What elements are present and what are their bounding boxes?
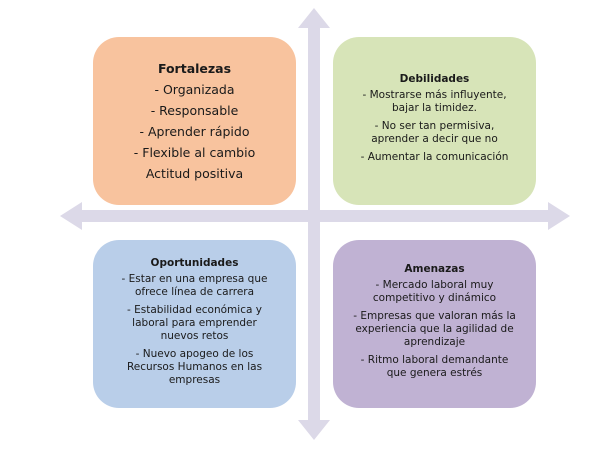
fortalezas-item: - Organizada — [154, 82, 235, 97]
fortalezas-box: Fortalezas - Organizada - Responsable - … — [93, 37, 296, 205]
oportunidades-item: - Nuevo apogeo de los Recursos Humanos e… — [126, 347, 263, 386]
oportunidades-title: Oportunidades — [150, 256, 239, 269]
amenazas-item: - Empresas que valoran más la experienci… — [353, 310, 516, 348]
fortalezas-item: - Aprender rápido — [139, 124, 250, 139]
debilidades-box: Debilidades - Mostrarse más influyente, … — [333, 37, 536, 205]
debilidades-item: - No ser tan permisiva, aprender a decir… — [371, 120, 498, 145]
amenazas-box: Amenazas - Mercado laboral muy competiti… — [333, 240, 536, 408]
vertical-axis-arrow — [298, 8, 330, 440]
fortalezas-item: - Flexible al cambio — [133, 145, 256, 160]
debilidades-title: Debilidades — [399, 73, 470, 85]
oportunidades-item: - Estabilidad económica y laboral para e… — [127, 303, 262, 342]
debilidades-item: - Aumentar la comunicación — [360, 151, 509, 163]
debilidades-item: - Mostrarse más influyente, bajar la tim… — [362, 89, 507, 114]
oportunidades-box: Oportunidades - Estar en una empresa que… — [93, 240, 296, 408]
amenazas-item: - Mercado laboral muy competitivo y diná… — [372, 279, 497, 304]
fortalezas-item: - Responsable — [150, 103, 239, 118]
fortalezas-item: Actitud positiva — [145, 166, 244, 181]
amenazas-title: Amenazas — [404, 263, 465, 275]
amenazas-item: - Ritmo laboral demandante que genera es… — [360, 354, 509, 379]
horizontal-axis-arrow — [60, 202, 570, 230]
fortalezas-title: Fortalezas — [157, 61, 232, 76]
oportunidades-item: - Estar en una empresa que ofrece línea … — [121, 272, 268, 298]
